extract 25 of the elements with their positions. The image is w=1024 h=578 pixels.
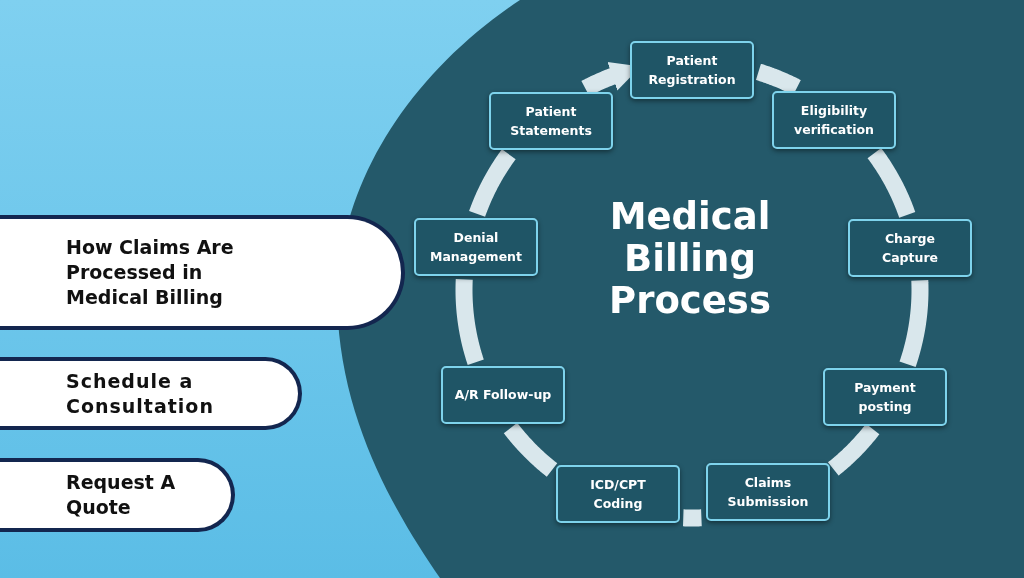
step-label: Patient Registration [647,51,737,89]
step-label: Claims Submission [726,473,810,511]
process-box [414,218,538,276]
process-box [441,366,565,424]
step-label: Charge Capture [880,229,940,267]
process-box [823,368,947,426]
step-label: A/R Follow-up [454,386,552,405]
process-box [630,41,754,99]
process-box [556,465,680,523]
process-box [772,91,896,149]
step-label: Denial Management [429,228,523,266]
link-panel [0,458,235,532]
process-box [489,92,613,150]
diagram-title: Medical Billing Process [608,196,772,322]
link-panel [0,215,405,330]
link-label: Request A Quote [66,470,177,520]
process-box [706,463,830,521]
link-panel [0,357,302,430]
link-label: Schedule a Consultation [66,368,215,419]
step-label: Payment posting [853,378,917,416]
step-label: Eligibility verification [793,101,875,139]
link-label: How Claims Are Processed in Medical Billing [66,235,235,310]
step-label: ICD/CPT Coding [589,475,647,513]
step-label: Patient Statements [509,102,593,140]
process-box [848,219,972,277]
